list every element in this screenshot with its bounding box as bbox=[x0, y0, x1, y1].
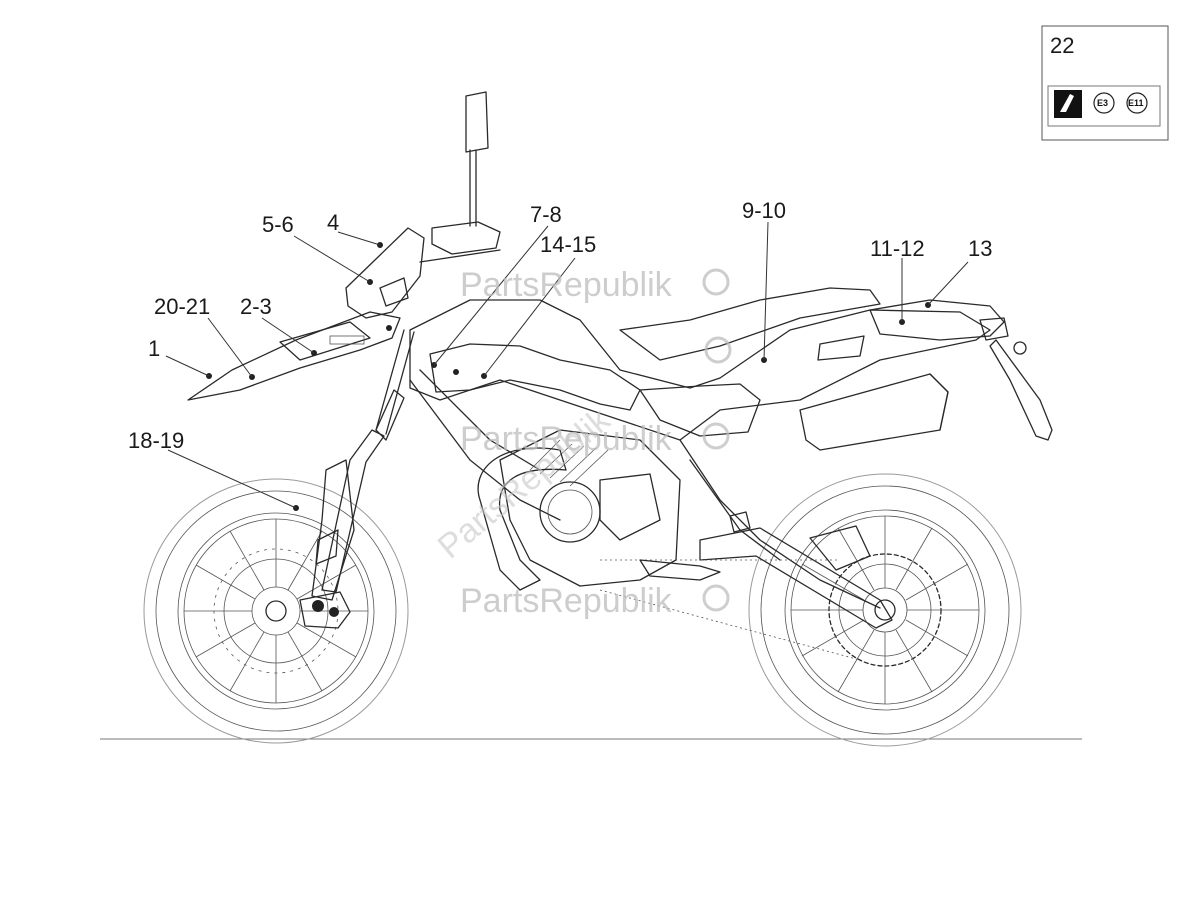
inset-decal-box: 22 E3 E11 bbox=[1041, 25, 1169, 141]
piaggio-logo bbox=[1054, 90, 1082, 118]
engine bbox=[477, 429, 681, 591]
front-fork bbox=[311, 329, 415, 601]
rear-wheel bbox=[748, 473, 1022, 747]
headlight-fairing bbox=[345, 227, 425, 319]
muffler bbox=[799, 373, 949, 451]
svg-text:E11: E11 bbox=[1128, 98, 1144, 108]
footpeg bbox=[639, 511, 751, 581]
frame bbox=[409, 369, 893, 661]
watermarks: PartsRepublik PartsRepublik PartsRepubli… bbox=[431, 266, 732, 620]
badge-e3: E3 bbox=[1093, 92, 1115, 114]
callout-4: 4 bbox=[327, 210, 339, 235]
callout-5-6: 5-6 bbox=[262, 212, 294, 237]
callout-14-15: 14-15 bbox=[540, 232, 596, 257]
callout-20-21: 20-21 bbox=[154, 294, 210, 319]
callout-9-10: 9-10 bbox=[742, 198, 786, 223]
callout-18-19: 18-19 bbox=[128, 428, 184, 453]
bodywork bbox=[409, 287, 1053, 441]
callout-13: 13 bbox=[968, 236, 992, 261]
watermark-2: PartsRepublik bbox=[460, 420, 673, 458]
badge-e11: E11 bbox=[1126, 92, 1148, 114]
watermark-gear-icon bbox=[702, 268, 732, 612]
callout-labels: 1 20-21 2-3 5-6 4 7-8 14-15 9-10 11-12 1… bbox=[128, 198, 992, 453]
front-wheel bbox=[143, 478, 409, 744]
callout-1: 1 bbox=[148, 336, 160, 361]
front-fender bbox=[187, 311, 401, 401]
watermark-1: PartsRepublik bbox=[460, 266, 673, 304]
svg-text:E3: E3 bbox=[1097, 98, 1108, 108]
watermark-3: PartsRepublik bbox=[460, 582, 673, 620]
callout-2-3: 2-3 bbox=[240, 294, 272, 319]
leader-lines bbox=[165, 221, 969, 509]
handlebar bbox=[419, 91, 501, 263]
inset-number: 22 bbox=[1050, 33, 1074, 58]
callout-7-8: 7-8 bbox=[530, 202, 562, 227]
callout-11-12: 11-12 bbox=[870, 236, 925, 261]
